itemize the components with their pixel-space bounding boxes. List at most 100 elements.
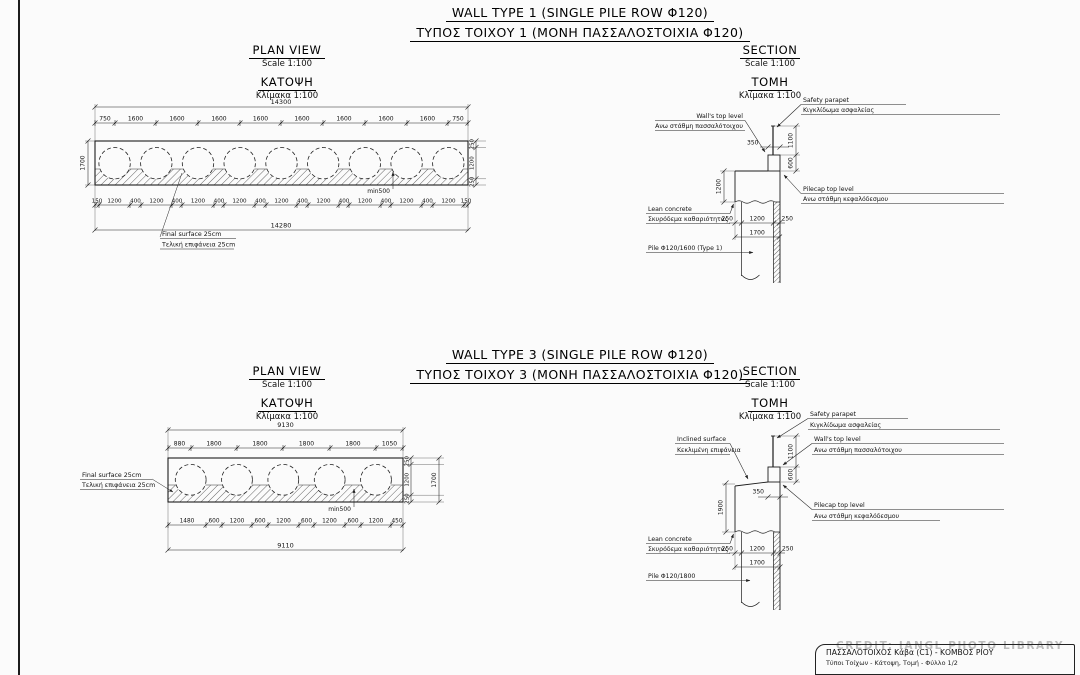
dim-label: 400 xyxy=(297,199,308,205)
dim-label: 250 xyxy=(470,138,476,149)
wall1-title-en: WALL TYPE 1 (SINGLE PILE ROW Φ120) xyxy=(445,5,715,22)
section-scale-gr: Κλίμακα 1:100 xyxy=(738,412,802,423)
dim-label: 150 xyxy=(461,199,472,205)
dim-label: 1600 xyxy=(128,116,143,123)
dim-label: 1700 xyxy=(750,560,765,567)
dim-label: 1700 xyxy=(80,155,87,170)
dim-label: 400 xyxy=(255,199,266,205)
dim-label: 1600 xyxy=(211,116,226,123)
soil-cut-hatch xyxy=(773,202,780,283)
dim-label: 1200 xyxy=(405,472,411,486)
dim-label: 600 xyxy=(301,519,312,525)
dim-label: 600 xyxy=(788,469,795,481)
leader-lines xyxy=(646,104,1004,255)
dimension-lines xyxy=(721,123,799,240)
title-block-project: ΠΑΣΣΑΛΟΤΟΙΧΟΣ Κάβα (C1) - ΚΟΜΒΟΣ ΡΙΟΥ xyxy=(826,648,994,657)
section-outline xyxy=(734,435,781,610)
dim-label: 400 xyxy=(130,199,141,205)
pile-type-label: Pile Φ120/1600 (Type 1) xyxy=(648,245,722,252)
wall-outline xyxy=(94,140,469,186)
section-scale-en: Scale 1:100 xyxy=(744,380,796,391)
dim-label: 250 xyxy=(722,216,734,223)
dim-label: 1600 xyxy=(336,116,351,123)
dim-label: 1480 xyxy=(180,519,195,525)
dimension-lines xyxy=(80,427,442,553)
dim-label: 750 xyxy=(99,116,111,123)
dim-label: 1900 xyxy=(718,500,725,515)
lean-concrete-label-en: Lean concrete xyxy=(648,536,692,543)
lean-concrete-label-gr: Σκυρόδεμα καθαριότητας xyxy=(648,545,729,553)
pile-circles xyxy=(98,147,465,180)
dim-label: 1600 xyxy=(253,116,268,123)
dim-label: 150 xyxy=(92,199,103,205)
wall1-title: WALL TYPE 1 (SINGLE PILE ROW Φ120) ΤΥΠΟΣ… xyxy=(300,2,860,42)
pilecap-top-level-label-en: Pilecap top level xyxy=(803,186,854,193)
dim-label: 1700 xyxy=(431,472,438,487)
dim-label: 1050 xyxy=(382,441,397,448)
sheet-border-line xyxy=(18,0,20,675)
dim-label: 600 xyxy=(788,157,795,169)
wall1-section-header: SECTION Scale 1:100 ΤΟΜΗ Κλίμακα 1:100 xyxy=(705,40,835,104)
section-heading: SECTION xyxy=(739,364,801,381)
final-surface-label-gr: Τελική επιφάνεια 25cm xyxy=(161,241,235,249)
dim-label: 9130 xyxy=(277,421,294,429)
wall1-title-gr: ΤΥΠΟΣ ΤΟΙΧΟΥ 1 (ΜΟΝΗ ΠΑΣΣΑΛΟΣΤΟΙΧΙΑ Φ120… xyxy=(410,25,750,42)
dim-label: 14280 xyxy=(271,222,292,230)
dim-label: 14300 xyxy=(271,98,292,106)
dim-label: 450 xyxy=(391,519,402,525)
min-embedment-label: min500 xyxy=(367,188,390,195)
wall1-plan-header: PLAN VIEW Scale 1:100 ΚΑΤΟΨΗ Κλίμακα 1:1… xyxy=(222,40,352,104)
dim-label: 1600 xyxy=(294,116,309,123)
final-surface-label-gr: Τελική επιφάνεια 25cm xyxy=(81,481,155,489)
dim-label: 250 xyxy=(470,176,476,187)
dim-label: 1700 xyxy=(750,230,765,237)
dim-label: 1600 xyxy=(420,116,435,123)
title-block-sheet-info: Τύποι Τοίχων - Κάτοψη, Τομή - Φύλλο 1/2 xyxy=(826,659,958,667)
wall3-title-gr: ΤΥΠΟΣ ΤΟΙΧΟΥ 3 (ΜΟΝΗ ΠΑΣΣΑΛΟΣΤΟΙΧΙΑ Φ120… xyxy=(410,367,750,384)
dim-label: 880 xyxy=(174,441,186,448)
soil-cut-hatch xyxy=(773,532,780,610)
dim-label: 1200 xyxy=(274,199,289,205)
plan-scale-en: Scale 1:100 xyxy=(261,59,313,70)
wall1-plan-drawing: 14300 750 1600 1600 1600 1600 1600 1600 … xyxy=(80,98,486,250)
wall3-plan-drawing: 9130 880 1800 1800 1800 1800 1050 1480 6… xyxy=(80,421,444,553)
dim-label: 1100 xyxy=(788,133,795,148)
safety-parapet-label-gr: Κιγκλίδωμα ασφαλείας xyxy=(803,106,875,114)
pilecap-top-level-label-gr: Ανω στάθμη κεφαλόδεσμου xyxy=(803,195,889,203)
lean-concrete-label-en: Lean concrete xyxy=(648,206,692,213)
final-surface-label-en: Final surface 25cm xyxy=(82,472,141,479)
final-surface-label-en: Final surface 25cm xyxy=(162,231,221,238)
dim-label: 1800 xyxy=(252,441,267,448)
dim-label: 250 xyxy=(405,493,411,504)
safety-parapet-label-gr: Κιγκλίδωμα ασφαλείας xyxy=(810,421,882,429)
dim-label: 1200 xyxy=(276,519,291,525)
dim-label: 250 xyxy=(405,455,411,466)
pile-circles xyxy=(174,464,392,496)
leader-lines xyxy=(646,418,1004,583)
wall1-section-drawing: 350 1100 600 1200 250 1200 250 1700 Safe… xyxy=(646,97,1004,283)
dim-label: 1600 xyxy=(378,116,393,123)
wall-top-level-label-gr: Ανω στάθμη πασσαλότοιχου xyxy=(814,446,902,454)
plan-view-heading-gr: ΚΑΤΟΨΗ xyxy=(257,396,317,413)
dim-label: 400 xyxy=(172,199,183,205)
dim-label: 400 xyxy=(422,199,433,205)
dim-label: 1200 xyxy=(441,199,456,205)
plan-scale-en: Scale 1:100 xyxy=(261,380,313,391)
dim-label: 1200 xyxy=(399,199,414,205)
inclined-surface-label-en: Inclined surface xyxy=(677,436,726,443)
dim-label: 250 xyxy=(782,216,794,223)
dim-label: 1800 xyxy=(345,441,360,448)
wall-top-level-label-gr: Ανω στάθμη πασσαλότοιχου xyxy=(655,122,743,130)
dim-label: 1200 xyxy=(369,519,384,525)
plan-scale-gr: Κλίμακα 1:100 xyxy=(255,91,319,102)
plan-scale-gr: Κλίμακα 1:100 xyxy=(255,412,319,423)
dim-label: 9110 xyxy=(277,542,294,550)
dim-label: 350 xyxy=(753,489,765,496)
dim-label: 1800 xyxy=(206,441,221,448)
section-heading-gr: ΤΟΜΗ xyxy=(748,396,792,413)
dim-label: 1100 xyxy=(788,444,795,459)
dim-label: 400 xyxy=(214,199,225,205)
dim-label: 1200 xyxy=(107,199,122,205)
title-block: ΠΑΣΣΑΛΟΤΟΙΧΟΣ Κάβα (C1) - ΚΟΜΒΟΣ ΡΙΟΥ Τύ… xyxy=(815,644,1075,675)
section-scale-gr: Κλίμακα 1:100 xyxy=(738,91,802,102)
